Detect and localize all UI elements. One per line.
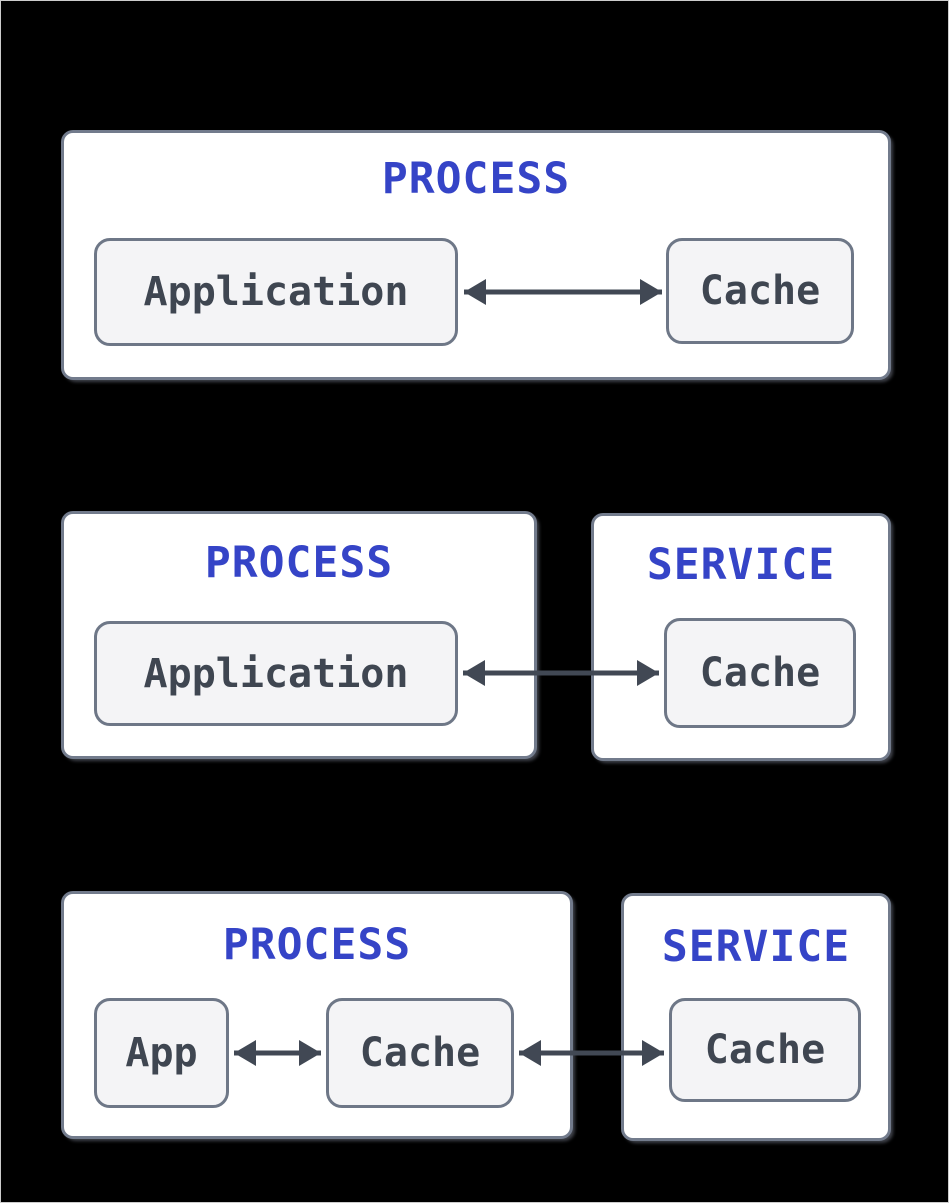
container-title: PROCESS bbox=[204, 538, 394, 588]
node-cache: Cache bbox=[326, 998, 514, 1108]
process-container: PROCESS Application bbox=[61, 511, 537, 759]
node-cache: Cache bbox=[669, 998, 861, 1102]
node-label: Cache bbox=[704, 1027, 826, 1073]
node-label: Cache bbox=[699, 650, 821, 696]
process-container: PROCESS Application Cache bbox=[61, 130, 891, 380]
service-container: SERVICE Cache bbox=[591, 513, 891, 761]
node-label: Cache bbox=[359, 1030, 481, 1076]
node-label: Application bbox=[143, 269, 409, 315]
service-container: SERVICE Cache bbox=[621, 893, 891, 1141]
node-label: Application bbox=[143, 650, 409, 697]
node-application: Application bbox=[94, 621, 458, 726]
node-cache: Cache bbox=[666, 238, 854, 344]
node-label: Cache bbox=[699, 268, 821, 314]
container-title: PROCESS bbox=[381, 154, 571, 204]
node-label: App bbox=[125, 1030, 198, 1076]
container-title: SERVICE bbox=[661, 922, 851, 972]
node-application: Application bbox=[94, 238, 458, 346]
container-title: SERVICE bbox=[646, 540, 836, 590]
node-cache: Cache bbox=[664, 618, 856, 728]
node-app: App bbox=[94, 998, 229, 1108]
process-container: PROCESS App Cache bbox=[61, 891, 573, 1139]
container-title: PROCESS bbox=[222, 920, 412, 970]
